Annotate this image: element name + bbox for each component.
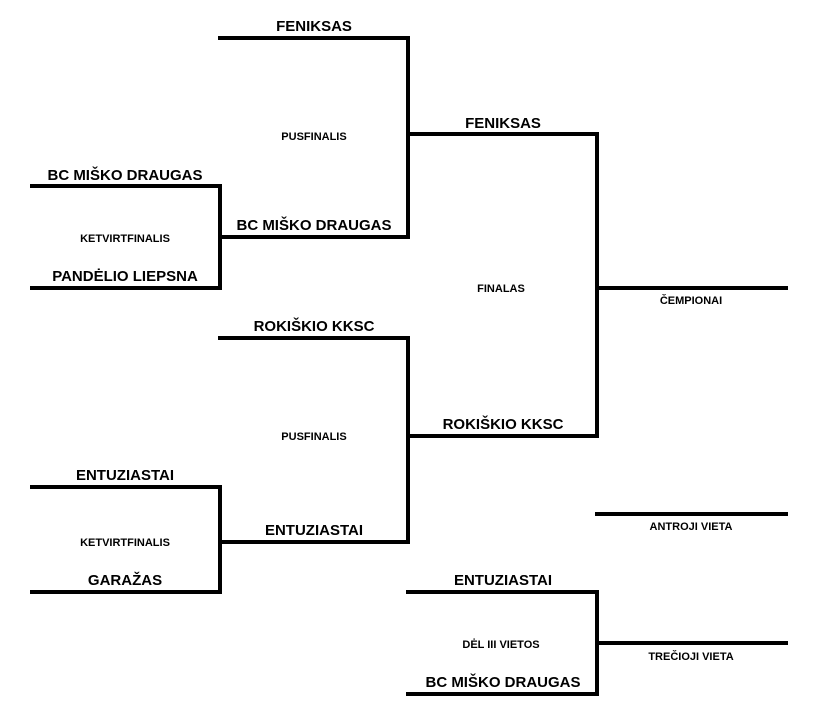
sf2-round-label: PUSFINALIS — [281, 431, 346, 443]
third-match-team-top: ENTUZIASTAI — [454, 572, 552, 589]
sf2-team-top: ROKIŠKIO KKSC — [254, 317, 375, 335]
third-place-label: TREČIOJI VIETA — [648, 650, 733, 663]
third-place-match: ENTUZIASTAI BC MIŠKO DRAUGAS DĖL III VIE… — [406, 572, 599, 696]
qf2-round-label: KETVIRTFINALIS — [80, 537, 170, 549]
champion-label: ČEMPIONAI — [660, 294, 722, 307]
quarterfinal-2: ENTUZIASTAI GARAŽAS KETVIRTFINALIS — [30, 467, 222, 594]
qf1-team-top: BC MIŠKO DRAUGAS — [47, 166, 202, 184]
qf2-team-top: ENTUZIASTAI — [76, 467, 174, 484]
final-team-top: FENIKSAS — [465, 115, 541, 132]
sf2-team-bottom: ENTUZIASTAI — [265, 522, 363, 539]
semifinal-2: ROKIŠKIO KKSC ENTUZIASTAI PUSFINALIS — [218, 317, 410, 544]
sf1-team-bottom: BC MIŠKO DRAUGAS — [236, 216, 391, 234]
qf1-team-bottom: PANDĖLIO LIEPSNA — [52, 268, 198, 285]
second-place-label: ANTROJI VIETA — [650, 521, 733, 533]
final-team-bottom: ROKIŠKIO KKSC — [443, 415, 564, 433]
final-round-label: FINALAS — [477, 283, 525, 295]
qf2-team-bottom: GARAŽAS — [88, 571, 162, 589]
second-place-slot: ANTROJI VIETA — [595, 512, 788, 533]
champion-slot: ČEMPIONAI — [595, 286, 788, 307]
third-match-round-label: DĖL III VIETOS — [462, 638, 539, 651]
semifinal-1: FENIKSAS BC MIŠKO DRAUGAS PUSFINALIS — [218, 18, 410, 239]
final-match: FENIKSAS ROKIŠKIO KKSC FINALAS — [406, 115, 599, 438]
quarterfinal-1: BC MIŠKO DRAUGAS PANDĖLIO LIEPSNA KETVIR… — [30, 166, 222, 290]
third-match-team-bottom: BC MIŠKO DRAUGAS — [425, 673, 580, 691]
third-place-slot: TREČIOJI VIETA — [595, 641, 788, 663]
sf1-round-label: PUSFINALIS — [281, 131, 346, 143]
sf1-team-top: FENIKSAS — [276, 18, 352, 35]
qf1-round-label: KETVIRTFINALIS — [80, 233, 170, 245]
